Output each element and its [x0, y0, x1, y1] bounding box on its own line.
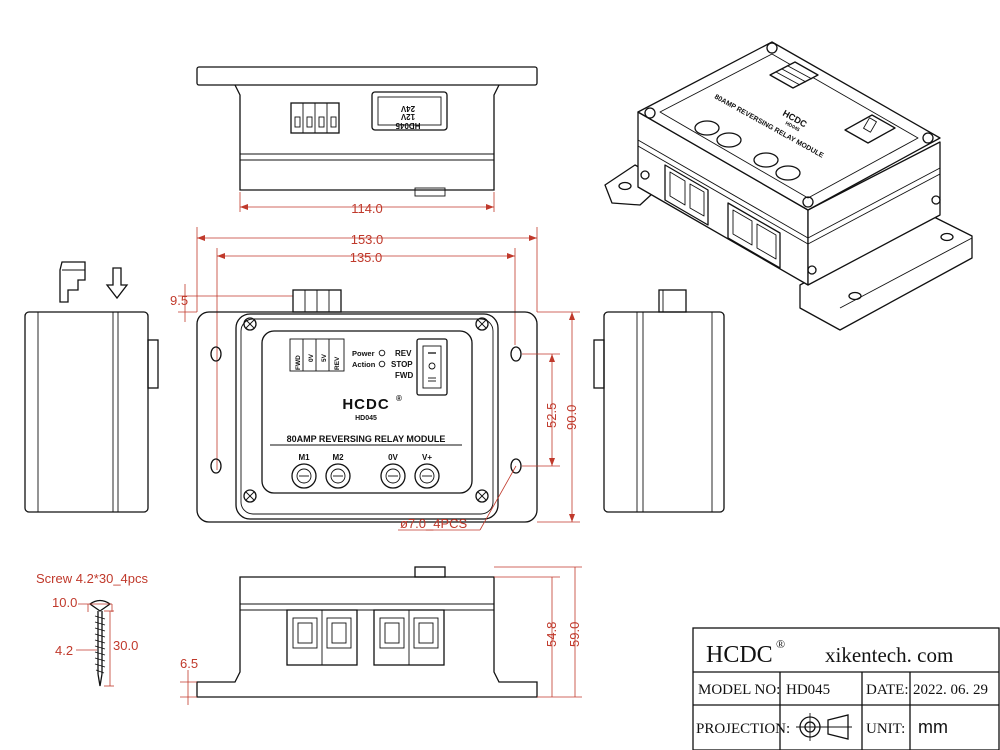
bottom-view: 54.8 59.0 6.5 — [180, 566, 582, 705]
label-24v: 24V — [400, 104, 415, 113]
right-side-view — [593, 289, 725, 513]
switch-fwd-label: FWD — [395, 371, 413, 380]
screw-icon — [88, 599, 112, 687]
hole-callout: ø7.0_4PCS — [400, 516, 468, 531]
title-reg: ® — [776, 637, 785, 651]
plug-icon — [59, 261, 86, 303]
isometric-view: 80AMP REVERSING RELAY MODULE HCDC HD045 — [604, 41, 973, 331]
screw-head — [243, 317, 257, 331]
projection-symbol-icon — [796, 713, 852, 741]
iso-right-face — [807, 141, 941, 286]
registered-mark: ® — [396, 394, 402, 403]
side-switch — [147, 339, 159, 389]
side-body-right — [603, 311, 725, 513]
term-rev: REV — [334, 356, 341, 370]
m2-label: M2 — [332, 453, 344, 462]
power-led — [378, 349, 386, 357]
date-label: DATE: — [866, 682, 909, 698]
terminal-block-bottom — [286, 609, 358, 666]
dim-153: 153.0 — [351, 232, 384, 247]
unit-value: mm — [918, 717, 948, 737]
screw-detail: Screw 4.2*30_4pcs 10.0 4.2 30.0 — [36, 571, 149, 687]
dim-90: 90.0 — [564, 405, 579, 430]
title-website: xikentech. com — [825, 643, 953, 667]
terminal-screw — [380, 463, 406, 489]
module-title: 80AMP REVERSING RELAY MODULE — [287, 434, 446, 444]
enclosure — [235, 313, 499, 520]
screw-dim-4-2: 4.2 — [55, 643, 73, 658]
title-block: HCDC ® xikentech. com MODEL NO: HD045 DA… — [692, 627, 1000, 750]
terminal-block-bottom — [373, 609, 445, 666]
mounting-plate — [196, 311, 538, 523]
dim-59: 59.0 — [567, 622, 582, 647]
terminal-screw — [325, 463, 351, 489]
mount-hole — [510, 346, 522, 362]
model-value: HD045 — [786, 682, 830, 698]
front-panel — [261, 330, 473, 494]
terminal-screw — [414, 463, 440, 489]
dim-6-5: 6.5 — [180, 656, 198, 671]
mount-hole — [210, 458, 222, 474]
term-5v: 5V — [321, 353, 328, 362]
left-side-view — [24, 261, 159, 513]
dim-9-5: 9.5 — [170, 293, 188, 308]
label-model-top: HD045 — [395, 121, 420, 130]
term-0v: 0V — [308, 353, 315, 362]
side-body — [24, 311, 149, 513]
screw-head — [243, 489, 257, 503]
mount-hole — [510, 458, 522, 474]
screw-dim-30: 30.0 — [113, 638, 138, 653]
dim-54-8: 54.8 — [544, 622, 559, 647]
dim-52-5: 52.5 — [544, 403, 559, 428]
model-name: HD045 — [355, 415, 377, 422]
rocker-switch — [416, 338, 448, 396]
term-fwd: FWD — [295, 355, 302, 370]
screw-dim-10: 10.0 — [52, 595, 77, 610]
down-arrow-icon — [105, 267, 129, 300]
screw-head — [475, 489, 489, 503]
date-value: 2022. 06. 29 — [913, 682, 988, 698]
front-view: 153.0 135.0 9.5 — [170, 227, 580, 531]
m1-label: M1 — [298, 453, 310, 462]
action-led-label: Action — [352, 360, 376, 369]
0v-label: 0V — [388, 453, 398, 462]
title-brand: HCDC — [706, 642, 773, 668]
unit-label: UNIT: — [866, 721, 905, 737]
voltage-label-plate — [371, 91, 448, 131]
switch-rev-label: REV — [395, 349, 412, 358]
dim-135: 135.0 — [350, 250, 383, 265]
projection-label: PROJECTION: — [696, 721, 790, 737]
action-led — [378, 360, 386, 368]
switch-stop-label: STOP — [391, 360, 413, 369]
terminal-screw — [291, 463, 317, 489]
brand-logo: HCDC — [342, 396, 389, 413]
dim-114: 114.0 — [351, 201, 383, 216]
side-switch-right — [593, 339, 605, 389]
vplus-label: V+ — [422, 453, 432, 462]
screw-head — [475, 317, 489, 331]
top-view: 24V 12V HD045 114.0 — [196, 66, 538, 216]
screw-note: Screw 4.2*30_4pcs — [36, 571, 149, 586]
model-label: MODEL NO: — [698, 682, 780, 698]
label-12v: 12V — [400, 112, 415, 121]
power-led-label: Power — [352, 349, 375, 358]
mount-hole — [210, 346, 222, 362]
